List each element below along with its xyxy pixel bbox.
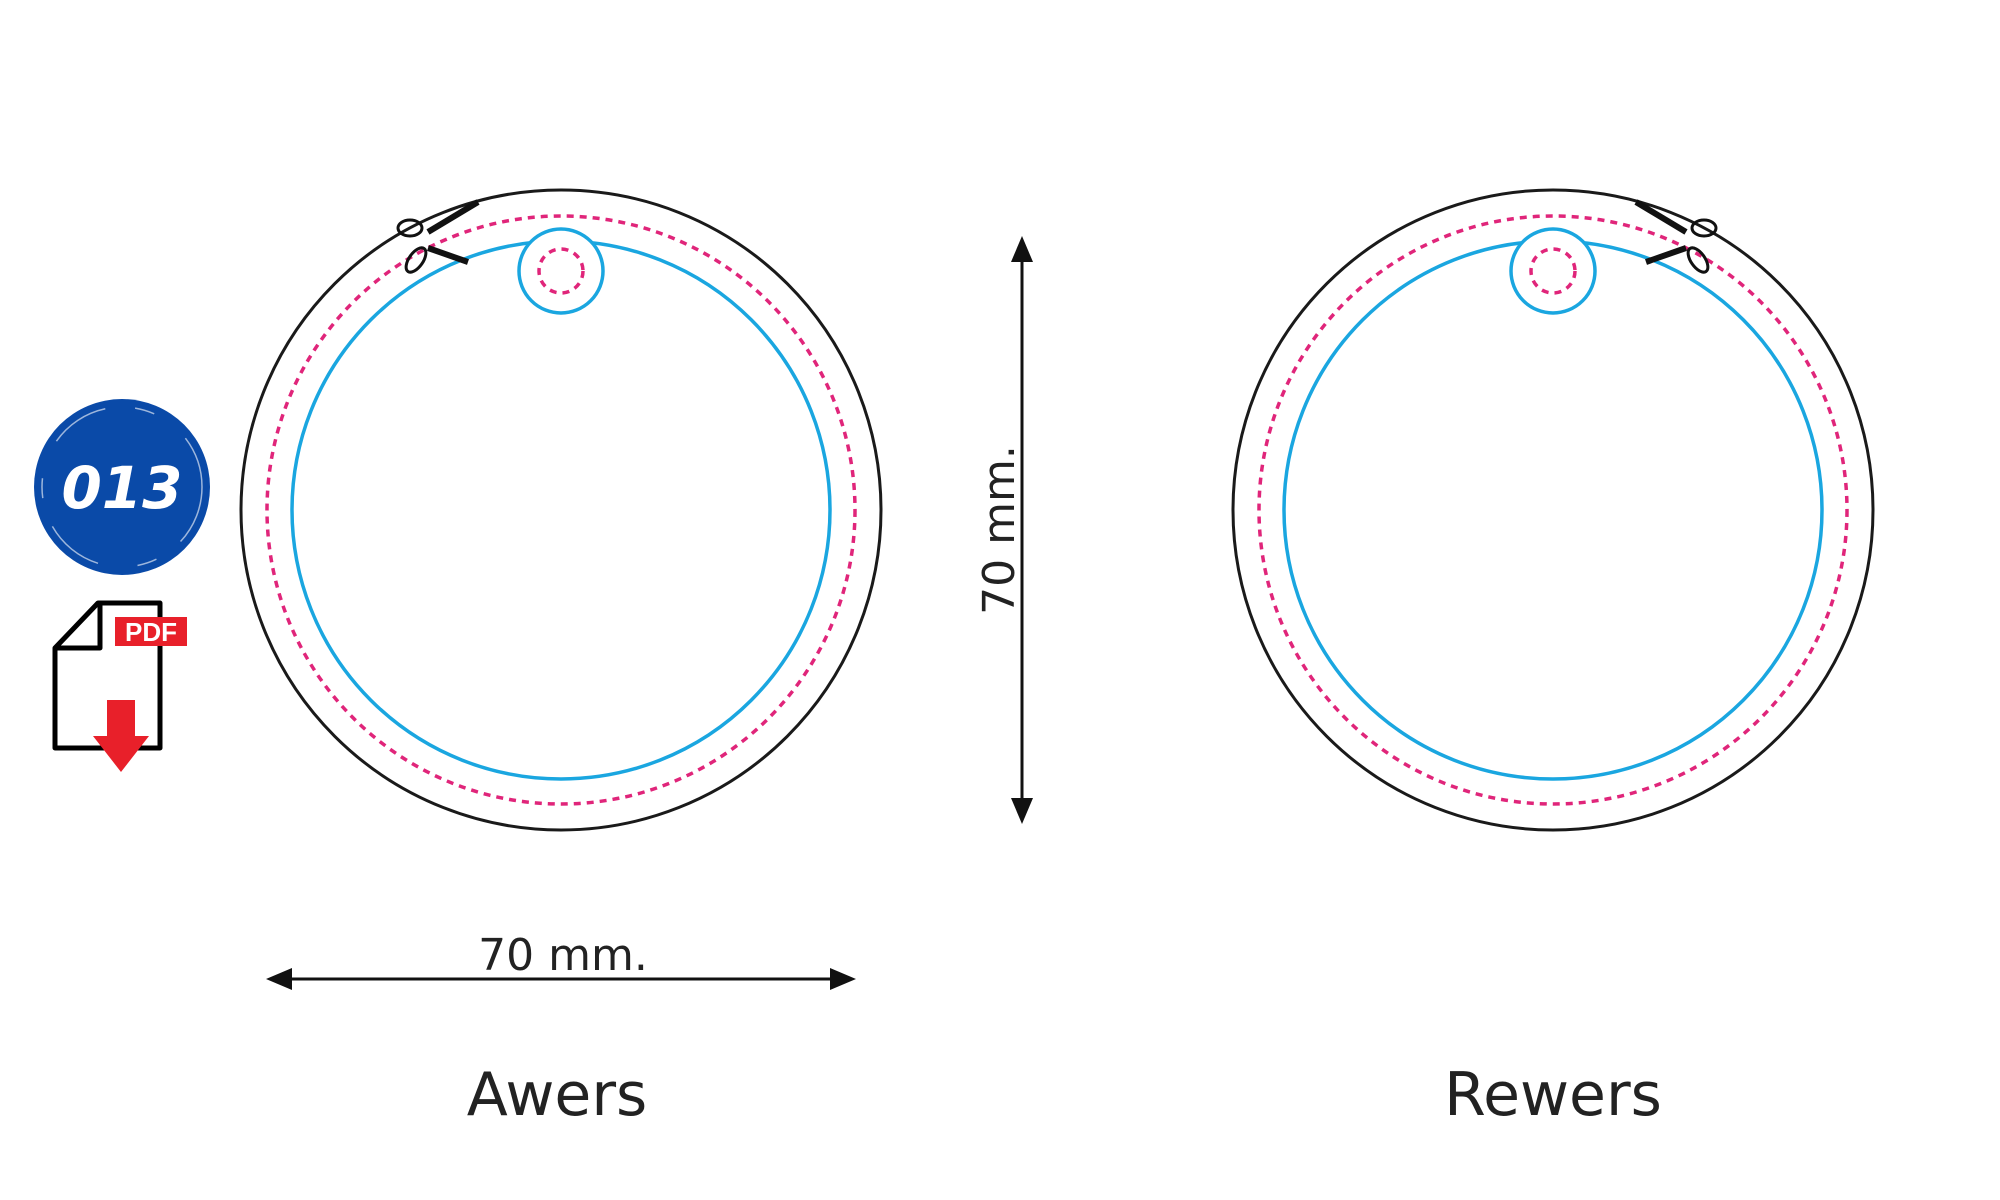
- template-number-badge: 013: [34, 399, 210, 575]
- cut-line: [239, 188, 883, 832]
- cut-line: [1231, 188, 1875, 832]
- badge-number: 013: [61, 454, 182, 522]
- height-label: 70 mm.: [974, 445, 1025, 615]
- safe-line: [1282, 239, 1824, 781]
- hang-hole: [1509, 227, 1597, 315]
- back-label: Rewers: [1444, 1060, 1662, 1130]
- pdf-download-icon[interactable]: PDF: [52, 600, 187, 772]
- width-dimension: 70 mm.: [266, 930, 856, 990]
- height-dimension: 70 mm.: [974, 236, 1033, 824]
- hang-hole: [517, 227, 605, 315]
- back-template: [1231, 188, 1875, 832]
- front-template: [239, 188, 883, 832]
- front-label: Awers: [467, 1060, 648, 1130]
- bleed-line: [1257, 214, 1849, 806]
- hole-cut-line: [1529, 247, 1577, 295]
- hole-cut-line: [537, 247, 585, 295]
- safe-line: [290, 239, 832, 781]
- width-label: 70 mm.: [478, 930, 648, 981]
- bleed-line: [265, 214, 857, 806]
- pdf-label: PDF: [125, 617, 177, 647]
